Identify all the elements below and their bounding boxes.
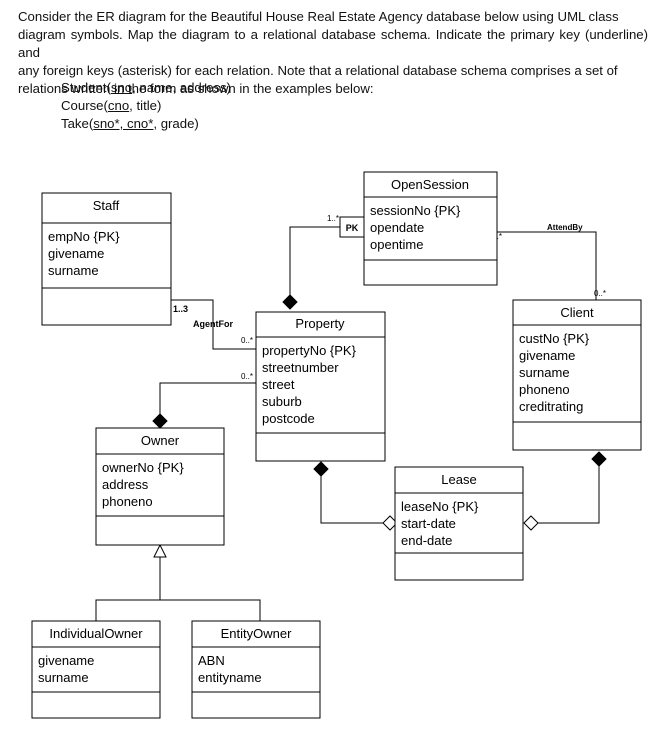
class-property: Property propertyNo {PK} streetnumber st… (255, 311, 386, 462)
class-title: EntityOwner (221, 626, 292, 641)
class-title: IndividualOwner (49, 626, 143, 641)
generalization-line-right (160, 599, 261, 621)
composition-diamond-opensession (282, 294, 298, 310)
class-attr: givename (519, 348, 575, 363)
client-lease-line (538, 466, 600, 524)
composition-diamond-property (313, 461, 329, 477)
class-title: Owner (141, 433, 180, 448)
question-line-3: any foreign keys (asterisk) for each rel… (18, 63, 618, 78)
owner-property-line (159, 382, 256, 414)
multiplicity-label: 1..* (327, 214, 339, 223)
example-student: Student(sno, name, address) (61, 80, 232, 95)
multiplicity-label: 1..3 (173, 304, 188, 314)
class-attr: postcode (262, 411, 315, 426)
class-attr: phoneno (519, 382, 570, 397)
class-staff: Staff empNo {PK} givename surname (41, 192, 172, 326)
question-line-1: Consider the ER diagram for the Beautifu… (18, 9, 619, 24)
multiplicity-label: 0..* (241, 336, 253, 345)
generalization-line (95, 557, 161, 621)
class-attr: streetnumber (262, 360, 339, 375)
class-attr: ownerNo {PK} (102, 460, 184, 475)
primary-key: sno*, cno* (93, 116, 154, 131)
example-course: Course(cno, title) (61, 98, 162, 113)
agentfor-label: AgentFor (193, 319, 233, 329)
agentfor-line (171, 299, 256, 350)
class-attr: propertyNo {PK} (262, 343, 357, 358)
class-attr: sessionNo {PK} (370, 203, 461, 218)
multiplicity-label: 0..* (594, 289, 606, 298)
class-title: OpenSession (391, 177, 469, 192)
example-take: Take(sno*, cno*, grade) (61, 116, 199, 131)
class-attr: surname (48, 263, 99, 278)
multiplicity-label: 0..* (241, 372, 253, 381)
class-attr: opendate (370, 220, 424, 235)
class-individualowner: IndividualOwner givename surname (31, 620, 161, 719)
primary-key: sno (110, 80, 133, 95)
class-attr: entityname (198, 670, 262, 685)
class-attr: opentime (370, 237, 423, 252)
class-attr: empNo {PK} (48, 229, 120, 244)
class-title: Client (560, 305, 594, 320)
class-title: Lease (441, 472, 476, 487)
aggregation-diamond-lease-right (523, 515, 539, 531)
class-attr: address (102, 477, 149, 492)
class-title: Property (295, 316, 345, 331)
class-attr: suburb (262, 394, 302, 409)
class-attr: surname (519, 365, 570, 380)
class-lease: Lease leaseNo {PK} start-date end-date (394, 466, 524, 581)
generalization-triangle (153, 543, 167, 558)
primary-key: cno (107, 98, 130, 113)
class-attr: surname (38, 670, 89, 685)
composition-diamond-owner (152, 413, 168, 429)
property-opensession-line (289, 226, 340, 295)
composition-diamond-client (591, 451, 607, 467)
class-client: Client custNo {PK} givename surname phon… (512, 299, 642, 451)
class-title: Staff (93, 198, 120, 213)
class-attr: creditrating (519, 399, 583, 414)
attendby-line (497, 231, 597, 300)
pk-label: PK (346, 223, 359, 233)
class-attr: leaseNo {PK} (401, 499, 479, 514)
question-line-4: relations written in the form as shown i… (18, 81, 374, 96)
property-lease-line (320, 476, 383, 524)
class-attr: start-date (401, 516, 456, 531)
class-owner: Owner ownerNo {PK} address phoneno (95, 427, 225, 546)
class-attr: ABN (198, 653, 225, 668)
attendby-label: AttendBy (547, 223, 583, 232)
example-relations: Student(sno, name, address) Course(cno, … (61, 79, 231, 133)
class-attr: street (262, 377, 295, 392)
question-line-2: diagram symbols. Map the diagram to a re… (18, 27, 648, 60)
class-opensession: OpenSession sessionNo {PK} opendate open… (363, 171, 498, 286)
class-attr: givename (48, 246, 104, 261)
question-text: Consider the ER diagram for the Beautifu… (18, 8, 648, 98)
class-attr: phoneno (102, 494, 153, 509)
class-entityowner: EntityOwner ABN entityname (191, 620, 321, 719)
class-attr: end-date (401, 533, 452, 548)
class-attr: givename (38, 653, 94, 668)
class-attr: custNo {PK} (519, 331, 590, 346)
